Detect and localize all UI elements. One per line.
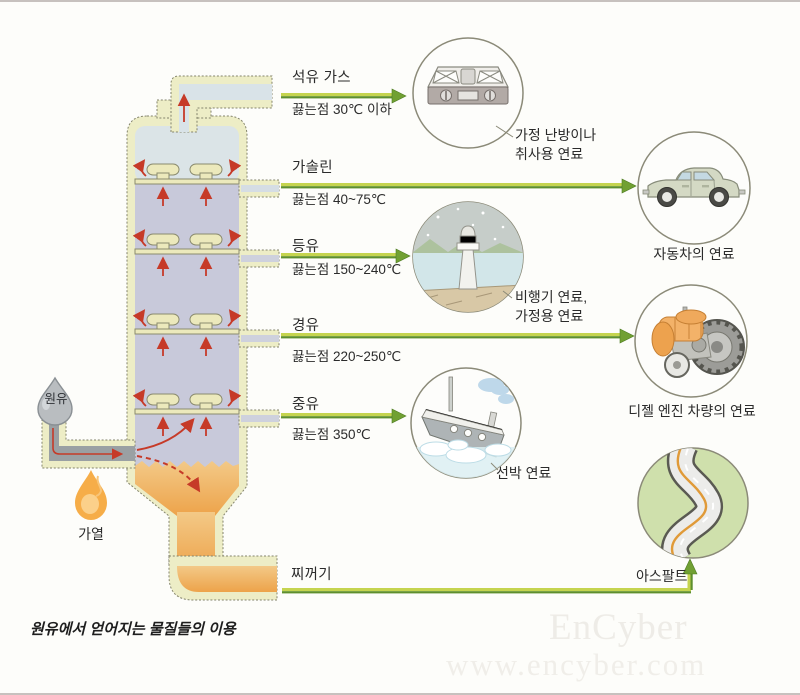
bubble-cap-trays — [134, 163, 240, 415]
residue-label: 찌꺼기 — [291, 567, 332, 583]
road-icon — [637, 447, 749, 559]
fraction-bp-heavy-oil: 끓는점 350℃ — [292, 427, 371, 442]
fraction-name-petroleum-gas: 석유 가스 — [292, 70, 351, 86]
use-label-diesel: 디젤 엔진 차량의 연료 — [628, 403, 756, 419]
feed-liquid-arrow — [136, 455, 201, 493]
flow-arrow-petroleum-gas — [281, 88, 407, 104]
flame-icon — [75, 470, 107, 520]
gas-stove-icon — [412, 37, 524, 149]
flow-arrow-kerosene — [281, 248, 411, 264]
heat-label: 가열 — [78, 526, 104, 542]
use-label-petroleum-gas: 가정 난방이나 취사용 연료 — [515, 127, 597, 162]
fraction-name-diesel: 경유 — [292, 318, 320, 334]
watermark-brand: EnCyber — [549, 607, 688, 648]
fraction-bp-petroleum-gas: 끓는점 30℃ 이하 — [292, 102, 392, 117]
fraction-name-kerosene: 등유 — [292, 239, 320, 255]
use-label-gasoline: 자동차의 연료 — [653, 246, 735, 262]
vapor-flow-arrows — [132, 159, 242, 436]
fraction-bp-kerosene: 끓는점 150~240℃ — [292, 262, 402, 277]
top-gas-outlet — [156, 75, 273, 133]
residue-outlet-flow — [177, 566, 277, 592]
side-outlet-pipes — [238, 179, 280, 428]
scan-edge-bottom — [0, 693, 800, 695]
car-icon — [637, 131, 751, 245]
flow-arrow-diesel — [281, 328, 635, 344]
fraction-name-heavy-oil: 중유 — [292, 397, 320, 413]
use-label-kerosene: 비행기 연료, 가정용 연료 — [515, 289, 588, 324]
crude-oil-label: 원유 — [44, 392, 68, 406]
scan-edge-top — [0, 0, 800, 2]
tray-levels — [132, 159, 280, 436]
distillation-tower — [41, 75, 280, 601]
flow-arrow-heavy-oil — [281, 408, 407, 424]
flow-arrow-gasoline — [281, 178, 637, 194]
tractor-icon — [634, 284, 748, 398]
feed-vapor-arrow — [136, 417, 195, 451]
product-flow-arrows — [281, 88, 698, 594]
fraction-bp-diesel: 끓는점 220~250℃ — [292, 349, 402, 364]
diagram-caption: 원유에서 얻어지는 물질들의 이용 — [30, 621, 236, 638]
use-label-heavy-oil: 선박 연료 — [496, 465, 552, 481]
fraction-name-gasoline: 가솔린 — [292, 160, 333, 176]
flow-line-residue — [282, 558, 698, 594]
crude-oil-drop-icon — [37, 376, 73, 426]
ship-icon — [410, 367, 522, 479]
use-label-residue: 아스팔트 — [636, 568, 688, 584]
watermark-url: www.encyber.com — [446, 647, 707, 682]
fraction-bp-gasoline: 끓는점 40~75℃ — [292, 192, 387, 207]
lighthouse-icon — [412, 201, 524, 313]
